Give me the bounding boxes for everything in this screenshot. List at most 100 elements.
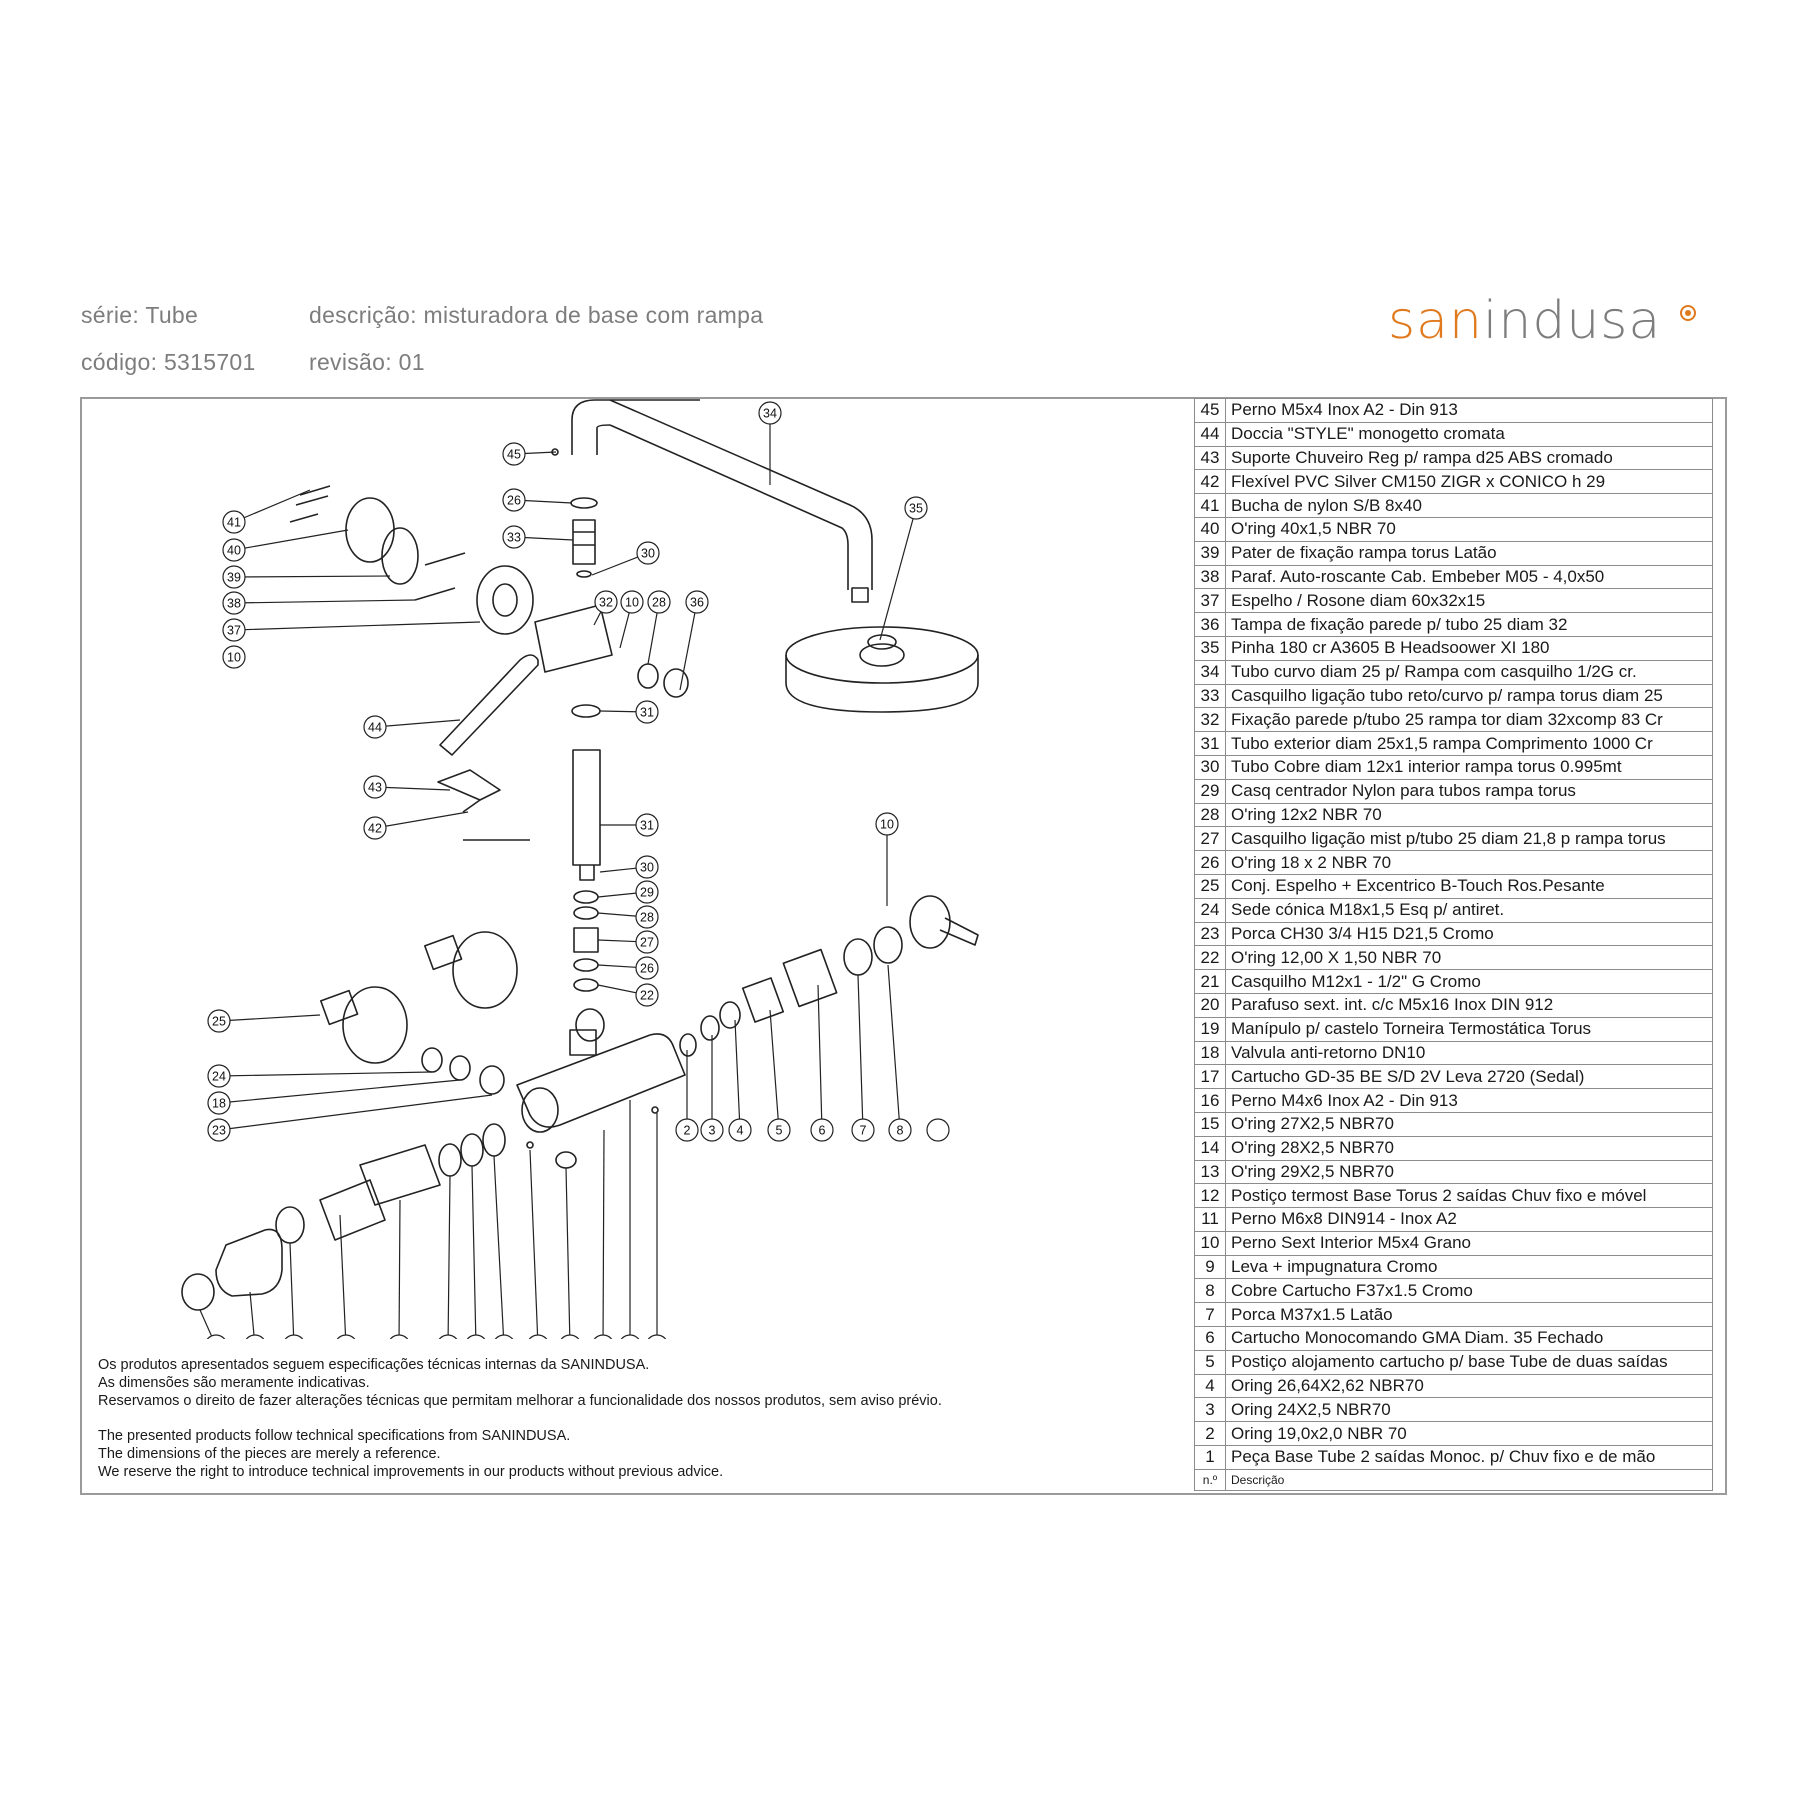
callout-label: 30 — [640, 861, 654, 875]
part-43-holder — [437, 769, 501, 801]
note-en-3: We reserve the right to introduce techni… — [98, 1464, 724, 1480]
callout-label: 30 — [641, 547, 655, 561]
part-number: 35 — [1194, 635, 1226, 661]
part-number: 10 — [1194, 1230, 1226, 1256]
callout-balloon: 15 — [494, 1334, 514, 1339]
callout-circle — [758, 401, 782, 425]
callout-leader-line — [233, 575, 391, 578]
part-description: Cartucho GD-35 BE S/D 2V Leva 2720 (Seda… — [1225, 1064, 1713, 1090]
part-33-shape — [572, 519, 596, 565]
part-number: 27 — [1194, 826, 1226, 852]
part-31-top-ring — [571, 704, 601, 718]
part-description: Cartucho Monocomando GMA Diam. 35 Fechad… — [1225, 1326, 1713, 1351]
part-number: 8 — [1194, 1278, 1226, 1304]
part-description: Flexível PVC Silver CM150 ZIGR x CONICO … — [1225, 469, 1713, 495]
logo-text-indusa: indusa — [1482, 291, 1662, 351]
sanindusa-logo: sanindusa — [1388, 291, 1661, 351]
callout-leader-line — [249, 1291, 255, 1339]
part-description: O'ring 12,00 X 1,50 NBR 70 — [1225, 945, 1713, 971]
callout-label: 10 — [625, 596, 639, 610]
callout-leader-line — [679, 601, 698, 691]
part-21-fitting — [555, 1151, 577, 1169]
callout-label: 36 — [690, 596, 704, 610]
callout-circle — [363, 775, 387, 799]
part-description: Perno M4x6 Inox A2 - Din 913 — [1225, 1088, 1713, 1113]
callout-balloon: 24 — [207, 1064, 231, 1088]
part-description: Tampa de fixação parede p/ tubo 25 diam … — [1225, 612, 1713, 637]
part-description: Suporte Chuveiro Reg p/ rampa d25 ABS cr… — [1225, 445, 1713, 471]
part-number: 41 — [1194, 493, 1226, 518]
part-16-screw — [526, 1141, 534, 1149]
callout-circle — [363, 715, 387, 739]
part-number: 12 — [1194, 1183, 1226, 1209]
part-description: Tubo curvo diam 25 p/ Rampa com casquilh… — [1225, 659, 1713, 685]
callout-label: 25 — [212, 1015, 226, 1029]
part-number: 17 — [1194, 1064, 1226, 1090]
callout-circle — [222, 565, 246, 589]
part-description: Bucha de nylon S/B 8x40 — [1225, 493, 1713, 518]
part-description: O'ring 29X2,5 NBR70 — [1225, 1159, 1713, 1185]
callout-leader-line — [374, 786, 451, 791]
callout-balloon: 23 — [207, 1118, 231, 1142]
part-1-body — [516, 1033, 686, 1128]
part-33-lines — [573, 531, 595, 546]
part-number: 22 — [1194, 945, 1226, 971]
part-number: 44 — [1194, 421, 1226, 447]
callout-circle — [620, 1334, 640, 1339]
callout-circle — [926, 1118, 950, 1142]
callout-balloon: 37 — [222, 618, 246, 642]
part-description: Casquilho ligação tubo reto/curvo p/ ram… — [1225, 683, 1713, 709]
curved-arm-shape-inner — [596, 424, 611, 455]
callout-label: 41 — [227, 516, 241, 530]
part-description: Oring 19,0x2,0 NBR 70 — [1225, 1421, 1713, 1447]
part-description: Valvula anti-retorno DN10 — [1225, 1040, 1713, 1066]
callout-balloon: 10 — [222, 645, 246, 669]
callout-balloon: 43 — [363, 775, 387, 799]
callout-label: 26 — [507, 494, 521, 508]
callout-leader-line — [233, 621, 481, 631]
callout-balloon: 34 — [758, 401, 782, 425]
callout-label: 37 — [227, 624, 241, 638]
part-description: Pinha 180 cr A3605 B Headsoower XI 180 — [1225, 635, 1713, 661]
callout-label: 45 — [507, 448, 521, 462]
callout-balloon: 5 — [767, 1118, 791, 1142]
part-number: 38 — [1194, 564, 1226, 590]
callout-leader-line — [529, 1149, 539, 1339]
callout-balloon: 25 — [207, 1009, 231, 1033]
part-number: 39 — [1194, 540, 1226, 566]
callout-circle — [222, 591, 246, 615]
callout-balloon: 14 — [466, 1334, 486, 1339]
callout-circle — [635, 855, 659, 879]
part-description: Tubo exterior diam 25x1,5 rampa Comprime… — [1225, 731, 1713, 756]
part-number: 25 — [1194, 873, 1226, 899]
callout-leader-line — [769, 1009, 780, 1131]
callout-circle — [635, 956, 659, 980]
part-description: O'ring 18 x 2 NBR 70 — [1225, 850, 1713, 875]
callout-circle — [207, 1009, 231, 1033]
callout-leader-line — [199, 1309, 214, 1339]
callout-label: 10 — [880, 818, 894, 832]
part-28b-ring — [573, 906, 599, 920]
part-1-top-outlet — [569, 1029, 597, 1056]
part-number: 20 — [1194, 992, 1226, 1018]
callout-label: 18 — [212, 1097, 226, 1111]
callout-circle — [647, 590, 671, 614]
callout-circle — [502, 525, 526, 549]
part-1-body-end — [521, 1087, 559, 1133]
callout-balloon: 45 — [502, 442, 526, 466]
callout-label: 24 — [212, 1070, 226, 1084]
